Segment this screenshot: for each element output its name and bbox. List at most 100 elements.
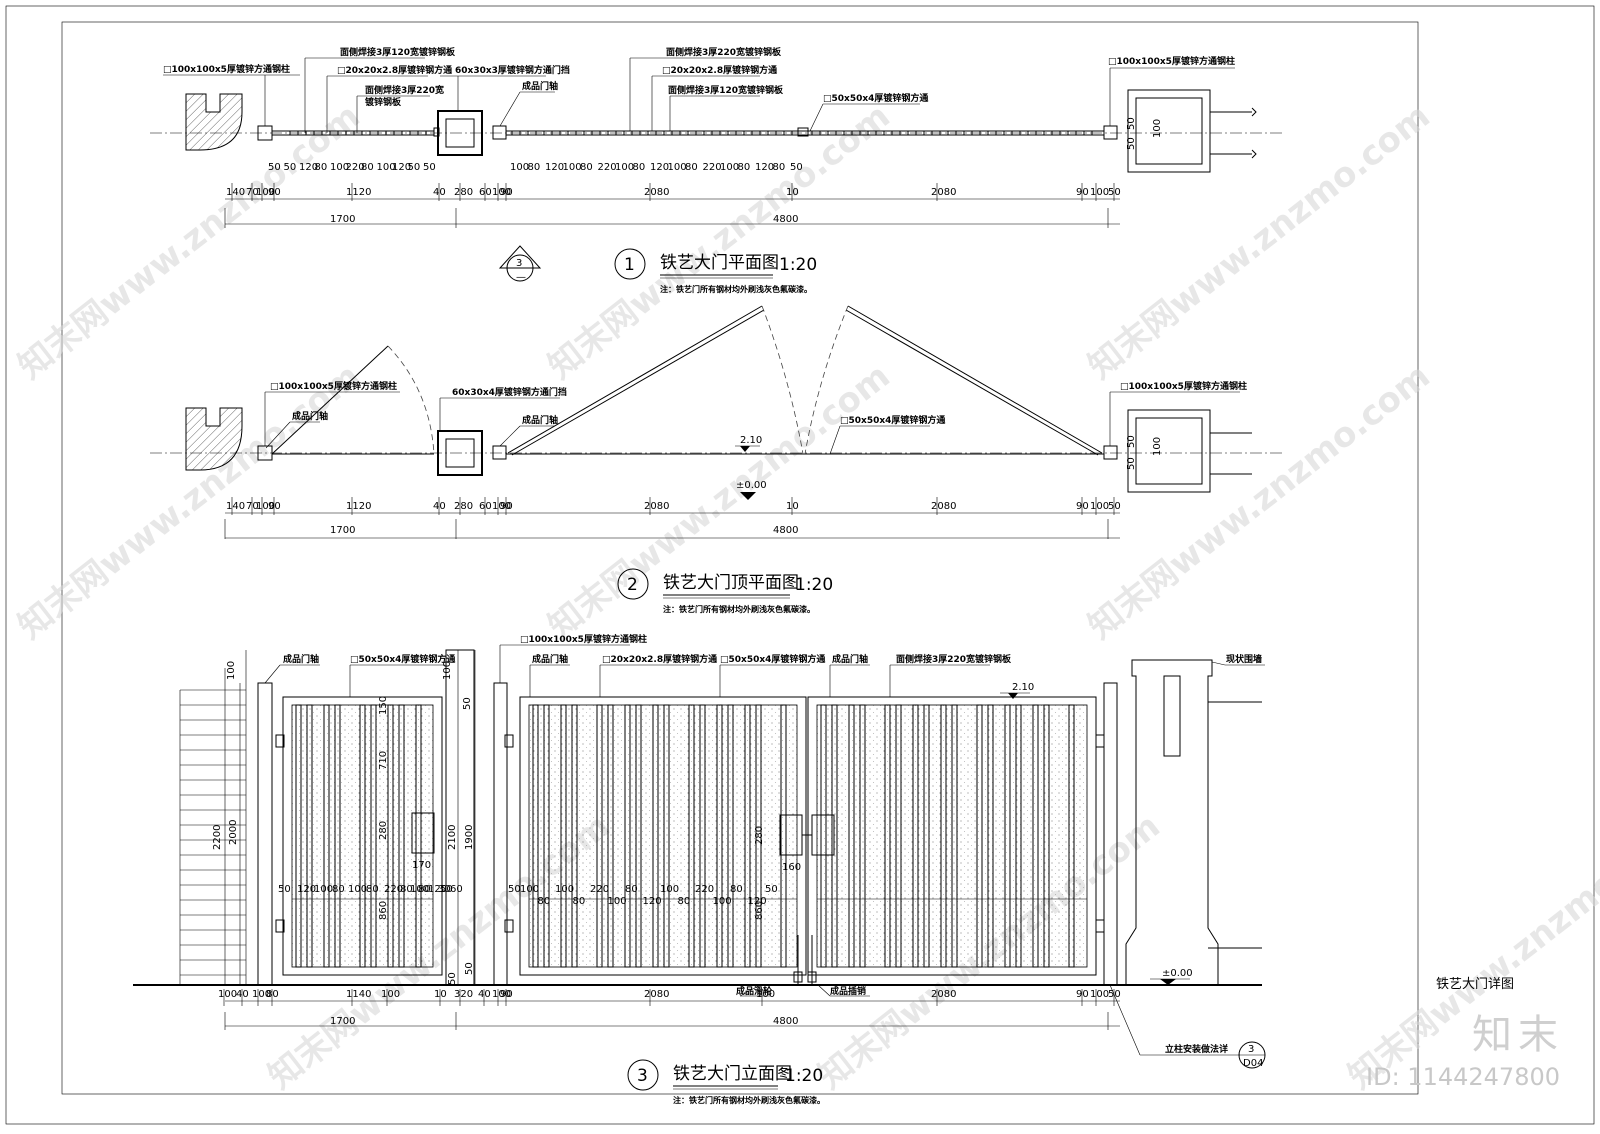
dimension-text: 100 [218, 989, 237, 1000]
dimension-text: 50 [1108, 501, 1121, 512]
dimension-text: 40 [433, 501, 446, 512]
dimension-text: 2080 [931, 989, 956, 1000]
plank-section [385, 130, 395, 136]
dimension-text: 100 [713, 896, 732, 907]
dimension-text: 80 [361, 162, 374, 173]
vertical-bar [923, 704, 930, 968]
vertical-bar [976, 704, 983, 968]
right-post-elev [1103, 682, 1118, 986]
dimension-text: 140 [226, 187, 245, 198]
svg-text:□50x50x4厚镀锌钢方通: □50x50x4厚镀锌钢方通 [720, 653, 825, 665]
section-marker: 3 — [498, 245, 542, 283]
svg-text:100: 100 [1152, 119, 1163, 138]
plan-leaders: □100x100x5厚镀锌方通钢柱 面侧焊接3厚120宽镀锌钢板 □20x20x… [163, 46, 1235, 133]
vertical-bar [987, 704, 994, 968]
plank-section [923, 130, 933, 136]
sheet-caption: 铁艺大门详图 [1436, 977, 1515, 992]
svg-text:60x30x4厚镀锌钢方通门挡: 60x30x4厚镀锌钢方通门挡 [452, 386, 567, 398]
image-id: ID: 1144247800 [1366, 1063, 1560, 1091]
center-post-elev [445, 649, 475, 986]
dimension-text: 100 [555, 884, 574, 895]
dimension-total: 1700 [330, 525, 355, 536]
dimension-text: 1120 [346, 501, 371, 512]
svg-text:镀锌钢板: 镀锌钢板 [365, 96, 402, 108]
dimension-text: 120 [392, 162, 411, 173]
vertical-bar [780, 704, 787, 968]
dimension-text: 90 [1076, 501, 1089, 512]
vertical-bar [820, 704, 827, 968]
dimension-text: 170 [412, 860, 431, 871]
svg-text:±0.00: ±0.00 [736, 480, 767, 491]
dimension-text: 2080 [644, 989, 669, 1000]
dimension-text: 80 [580, 162, 593, 173]
plank-section [687, 130, 697, 136]
dimension-text: 80 [266, 989, 279, 1000]
plank-section [735, 130, 745, 136]
dimension-text: 90 [1076, 989, 1089, 1000]
dimension-text: 100 [256, 187, 275, 198]
vertical-bar [727, 704, 734, 968]
dimension-text: 60 [479, 501, 492, 512]
dimension-text: 2000 [228, 820, 239, 845]
svg-text:成品门轴: 成品门轴 [532, 653, 568, 665]
dimension-text: 100 [226, 661, 237, 680]
dimension-text: 1140 [346, 989, 371, 1000]
svg-text:3: 3 [1248, 1044, 1254, 1055]
svg-text:知末网www.znzmo.com: 知末网www.znzmo.com [541, 356, 898, 647]
dimension-text: 100 [660, 884, 679, 895]
dimension-text: 100 [510, 162, 529, 173]
dimension-text: 120 [748, 896, 767, 907]
dimension-text: 80 [738, 162, 751, 173]
svg-text:□100x100x5厚镀锌方通钢柱: □100x100x5厚镀锌方通钢柱 [1120, 380, 1247, 392]
dimension-text: 80 [678, 896, 691, 907]
dimension-text: 120 [297, 884, 316, 895]
vertical-bar [607, 704, 614, 968]
dimension-text: 140 [226, 501, 245, 512]
dimension-text: 280 [754, 826, 765, 845]
dimension-text: 100 [492, 989, 511, 1000]
svg-text:D04: D04 [1243, 1058, 1263, 1069]
dimension-text: 50 [790, 162, 803, 173]
inner-frame [61, 21, 1419, 1095]
plank-section [417, 130, 427, 136]
vertical-bar [415, 704, 422, 968]
dimension-text: 80 [633, 162, 646, 173]
vertical-bar [1015, 704, 1022, 968]
dimension-text: 10 [786, 501, 799, 512]
dimension-text: 90 [268, 501, 281, 512]
dimension-text: 120 [545, 162, 564, 173]
plank-section [827, 130, 837, 136]
dimension-text: 100 [252, 989, 271, 1000]
dimension-text: 50 [408, 162, 421, 173]
vertical-bar [699, 704, 706, 968]
svg-text:知末网www.znzmo.com: 知末网www.znzmo.com [541, 96, 898, 387]
svg-text:知末网www.znzmo.com: 知末网www.znzmo.com [11, 356, 368, 647]
dimension-text: 90 [500, 187, 513, 198]
dimension-text: 80 [538, 896, 551, 907]
svg-text:□20x20x2.8厚镀锌钢方通: □20x20x2.8厚镀锌钢方通 [337, 64, 452, 76]
dimension-text: 100 [615, 162, 634, 173]
dimension-text: 70 [246, 187, 259, 198]
svg-text:注：铁艺门所有钢材均外刷浅灰色氟碳漆。: 注：铁艺门所有钢材均外刷浅灰色氟碳漆。 [660, 284, 812, 294]
dimension-text: 100 [256, 501, 275, 512]
vertical-bar [1068, 704, 1075, 968]
plank-section [1035, 130, 1045, 136]
dimension-text: 40 [478, 989, 491, 1000]
dimension-text: 100 [492, 187, 511, 198]
dimension-text: 50 [284, 162, 297, 173]
plank-section [767, 130, 777, 136]
svg-text:50: 50 [1126, 117, 1137, 130]
plank-section [353, 130, 363, 136]
vertical-bar [912, 704, 919, 968]
plank-section [783, 130, 793, 136]
svg-text:面侧焊接3厚220宽镀锌钢板: 面侧焊接3厚220宽镀锌钢板 [666, 46, 782, 58]
left-wall-section-2 [185, 407, 243, 471]
svg-text:2.10: 2.10 [1012, 682, 1034, 693]
vertical-bar [596, 704, 603, 968]
view-1-plan: 50 50 100 □100x100x5厚镀锌方通钢柱 面侧焊接3厚120宽镀锌… [150, 46, 1285, 294]
plank-section [703, 130, 713, 136]
svg-text:□50x50x4厚镀锌钢方通: □50x50x4厚镀锌钢方通 [350, 653, 455, 665]
dimension-text: 280 [454, 501, 473, 512]
vertical-bar [624, 704, 631, 968]
